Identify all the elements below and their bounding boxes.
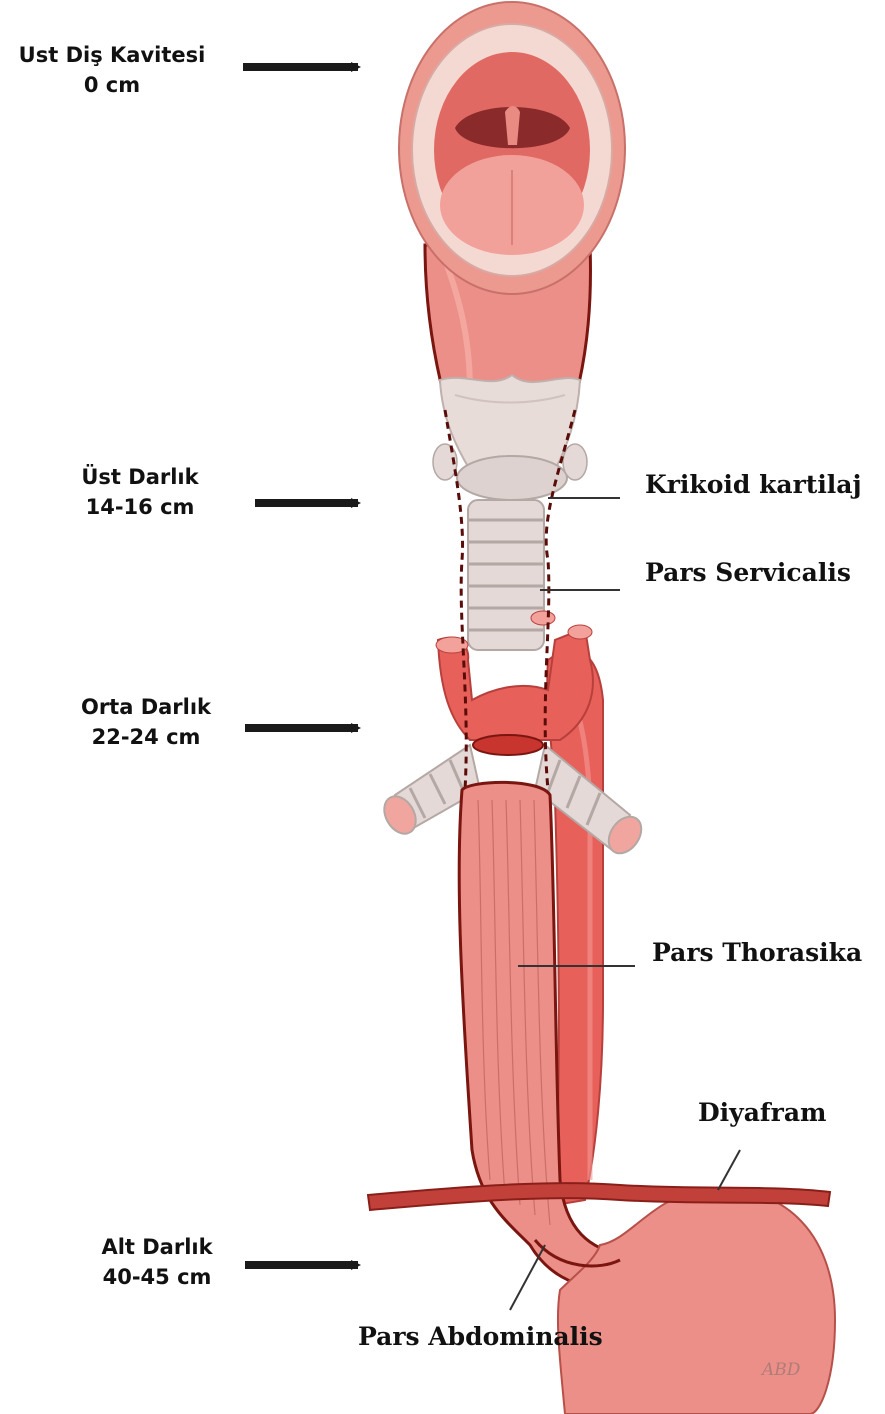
level-name: Ust Diş Kavitesi (12, 40, 212, 70)
level-label-3: Alt Darlık 40-45 cm (57, 1232, 257, 1292)
level-name: Üst Darlık (40, 462, 240, 492)
level-name: Orta Darlık (46, 692, 246, 722)
diyafram-label: Diyafram (698, 1098, 826, 1127)
servicalis-label: Pars Servicalis (645, 558, 851, 587)
artist-signature: ABD (762, 1360, 800, 1380)
trachea (468, 500, 544, 650)
mouth (399, 2, 625, 294)
krikoid-label: Krikoid kartilaj (645, 470, 862, 499)
abdominalis-leader (510, 1245, 545, 1310)
level-distance: 14-16 cm (40, 492, 240, 522)
level-distance: 0 cm (12, 70, 212, 100)
level-label-1: Üst Darlık 14-16 cm (40, 462, 240, 522)
level-distance: 40-45 cm (57, 1262, 257, 1292)
stomach (535, 1189, 835, 1414)
level-label-2: Orta Darlık 22-24 cm (46, 692, 246, 752)
level-name: Alt Darlık (57, 1232, 257, 1262)
level-label-0: Ust Diş Kavitesi 0 cm (12, 40, 212, 100)
level-distance: 22-24 cm (46, 722, 246, 752)
thorasika-label: Pars Thorasika (652, 938, 862, 967)
abdominalis-label: Pars Abdominalis (358, 1322, 603, 1351)
diyafram-leader (718, 1150, 740, 1190)
